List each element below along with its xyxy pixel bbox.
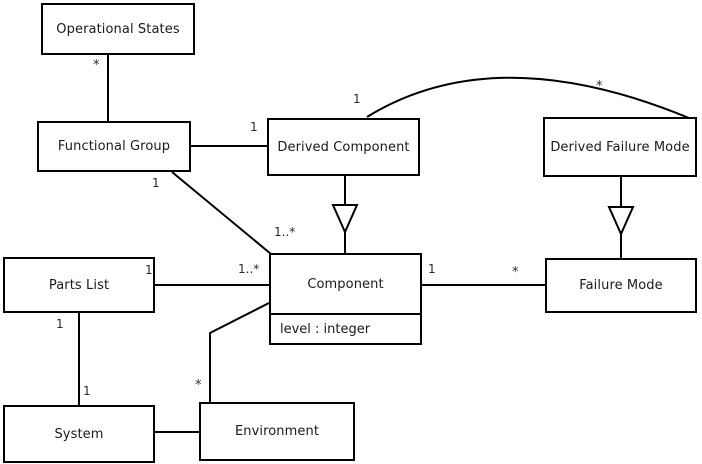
class-name-failure-mode: Failure Mode — [579, 278, 663, 293]
class-box-environment[interactable]: Environment — [199, 402, 355, 461]
arrow-derivedcomponent-component — [331, 204, 359, 235]
class-box-derived-failure-mode[interactable]: Derived Failure Mode — [543, 117, 697, 177]
edge-functionalgroup-component — [171, 171, 272, 255]
mult-component-failuremode: 1 — [428, 262, 436, 276]
class-box-parts-list[interactable]: Parts List — [3, 257, 155, 313]
class-box-failure-mode[interactable]: Failure Mode — [545, 258, 697, 313]
edge-component-environment — [209, 302, 270, 402]
class-name-derived-component: Derived Component — [277, 139, 410, 155]
mult-derivedfailuremode-arc: * — [596, 79, 603, 94]
generalization-arrowheads — [331, 204, 635, 237]
class-box-functional-group[interactable]: Functional Group — [37, 121, 191, 172]
arrow-derivedfailuremode-failuremode — [607, 206, 635, 237]
mult-environment-component: * — [195, 378, 202, 393]
class-box-component[interactable]: Component level : integer — [269, 253, 422, 345]
mult-component-partslist: 1..* — [238, 262, 260, 276]
class-box-operational-states[interactable]: Operational States — [41, 3, 195, 55]
mult-system-partslist: 1 — [83, 384, 91, 398]
class-name-functional-group: Functional Group — [57, 139, 171, 154]
mult-functionalgroup-derivedcomponent: 1 — [250, 120, 258, 134]
mult-failuremode-component: * — [512, 265, 519, 280]
class-attribute-component: level : integer — [271, 313, 420, 343]
mult-partslist-system: 1 — [56, 317, 64, 331]
class-box-system[interactable]: System — [3, 405, 155, 463]
class-name-parts-list: Parts List — [48, 277, 110, 293]
class-name-derived-failure-mode: Derived Failure Mode — [550, 139, 690, 155]
class-name-environment: Environment — [234, 424, 320, 439]
mult-functionalgroup-component: 1 — [152, 176, 160, 190]
association-lines — [78, 55, 690, 433]
class-name-component: Component — [307, 276, 384, 292]
mult-opstates-functionalgroup: * — [93, 58, 100, 73]
edge-derivedcomponent-derivedfailuremode — [366, 76, 690, 119]
mult-derivedcomponent-arc: 1 — [353, 92, 361, 106]
mult-partslist-right: 1 — [145, 263, 153, 277]
class-name-system: System — [54, 426, 104, 442]
class-box-derived-component[interactable]: Derived Component — [267, 118, 420, 176]
mult-component-functionalgroup: 1..* — [274, 225, 296, 239]
class-name-operational-states: Operational States — [56, 21, 180, 37]
